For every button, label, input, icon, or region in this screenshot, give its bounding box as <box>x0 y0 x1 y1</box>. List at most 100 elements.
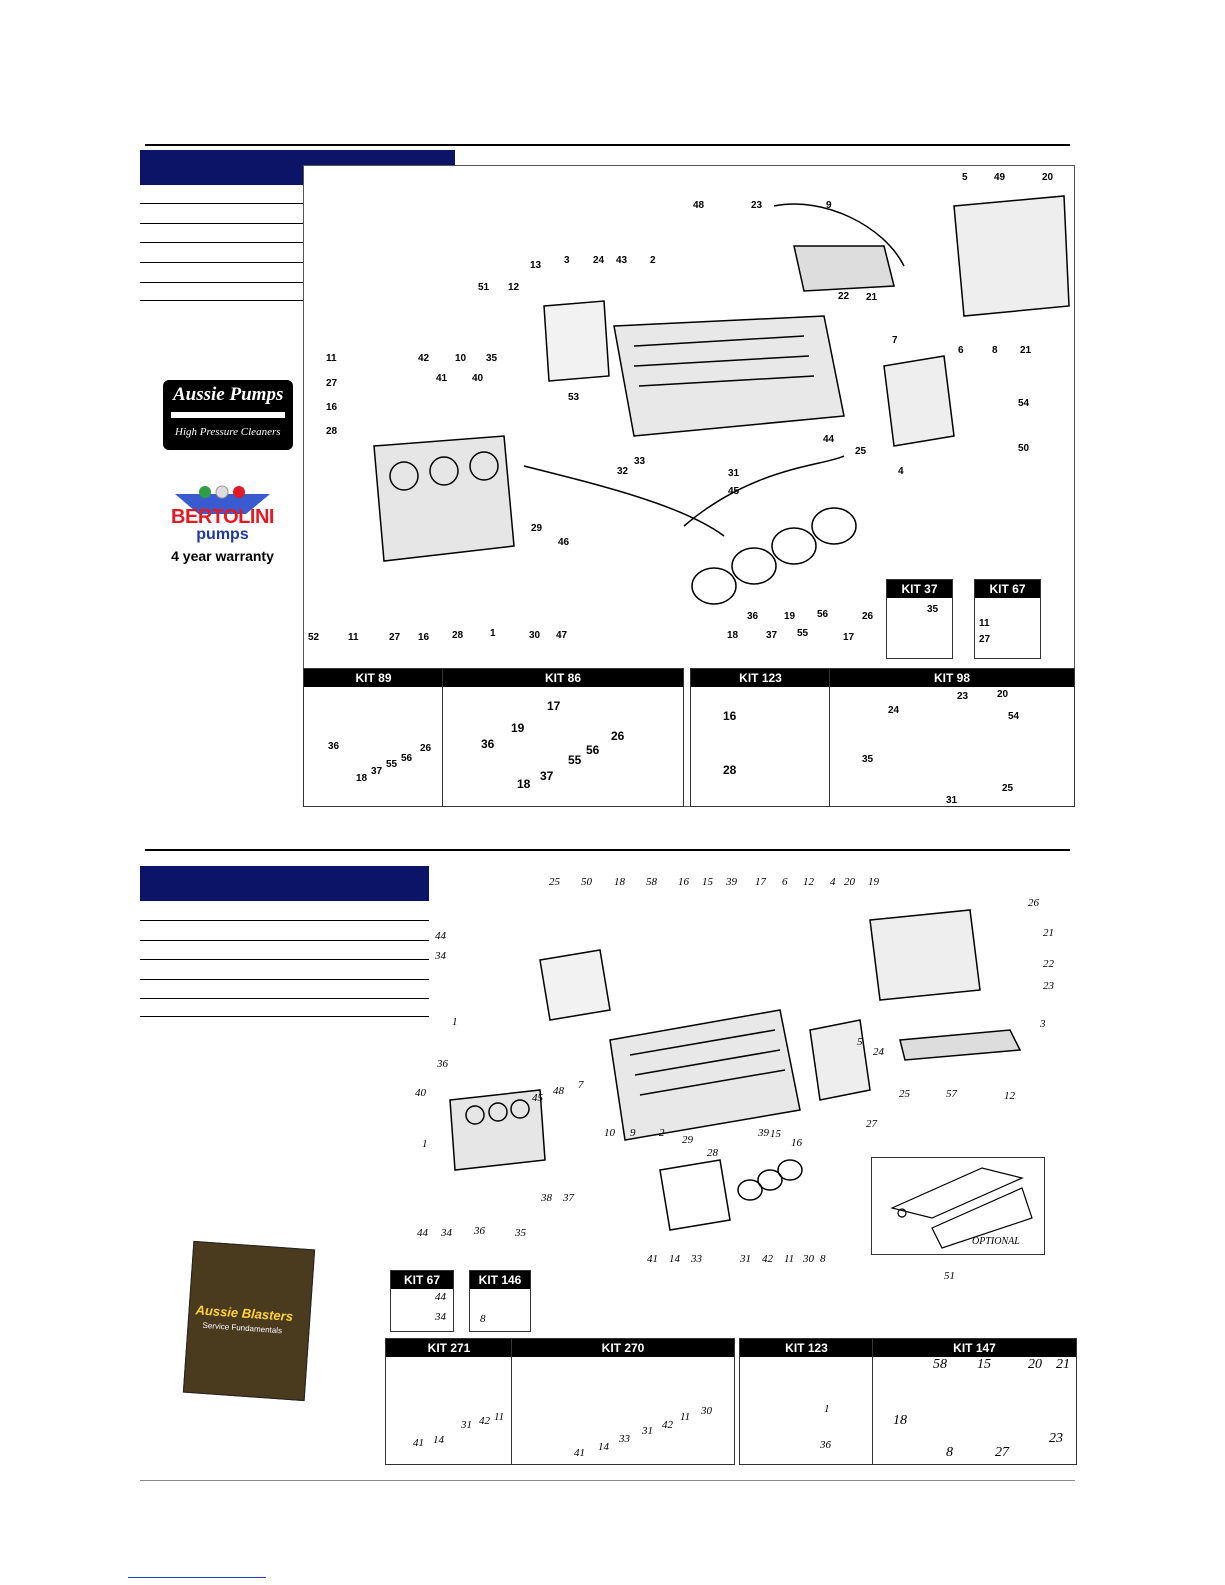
kit-part-label: 27 <box>979 634 991 645</box>
callout-label: 13 <box>530 260 542 271</box>
callout-label: 29 <box>682 1134 693 1146</box>
callout-label: 39 <box>758 1127 769 1139</box>
optional-label: OPTIONAL <box>972 1236 1020 1247</box>
kit-part-label: 33 <box>619 1433 630 1445</box>
callout-label: 2 <box>650 255 656 266</box>
kit-part-label: 58 <box>933 1357 947 1372</box>
callout-label: 14 <box>669 1253 680 1265</box>
callout-label: 16 <box>791 1137 802 1149</box>
callout-label: 23 <box>1043 980 1054 992</box>
callout-label: 21 <box>1043 927 1054 939</box>
callout-label: 5 <box>962 172 968 183</box>
kit-270-title: KIT 270 <box>512 1339 734 1357</box>
pump-assembly-illustration-1 <box>373 195 1070 605</box>
kit-part-label: 35 <box>862 754 874 765</box>
kit-part-label: 56 <box>401 753 413 764</box>
callout-label: 37 <box>563 1192 574 1204</box>
kit-37-box: KIT 37 35 <box>886 579 953 659</box>
callout-label: 34 <box>435 950 446 962</box>
callout-label: 27 <box>326 378 338 389</box>
callout-label: 19 <box>868 876 879 888</box>
kit-part-label: 42 <box>479 1415 490 1427</box>
kit-270-box: KIT 270 41 14 33 31 42 11 30 <box>511 1338 735 1465</box>
callout-label: 6 <box>782 876 788 888</box>
kit-part-label: 19 <box>511 721 525 735</box>
callout-label: 1 <box>452 1016 458 1028</box>
kit-part-label: 14 <box>598 1441 609 1453</box>
kit-part-label: 18 <box>517 777 531 791</box>
callout-label: 11 <box>348 632 359 643</box>
kit-part-label: 8 <box>480 1313 486 1325</box>
callout-label: 36 <box>437 1058 448 1070</box>
callout-label: 8 <box>992 345 998 356</box>
kit-part-label: 34 <box>435 1311 446 1323</box>
kit-part-label: 55 <box>386 759 398 770</box>
kit-part-label: 36 <box>328 741 340 752</box>
callout-label: 36 <box>474 1225 485 1237</box>
footer-link-underline[interactable] <box>128 1577 266 1578</box>
aussie-logo-tagline: High Pressure Cleaners <box>175 426 281 438</box>
callout-label: 42 <box>762 1253 773 1265</box>
kit-part-label: 16 <box>723 709 737 723</box>
callout-label: 23 <box>751 200 763 211</box>
callout-label: 57 <box>946 1088 957 1100</box>
callout-label: 9 <box>630 1127 636 1139</box>
kit-part-label: 24 <box>888 705 900 716</box>
kit-123-box-2: KIT 123 1 36 <box>739 1338 874 1465</box>
optional-bracket-box: OPTIONAL <box>871 1157 1045 1255</box>
callout-label: 52 <box>308 632 320 643</box>
callout-label: 49 <box>994 172 1006 183</box>
kit-part-label: 44 <box>435 1291 446 1303</box>
kit-part-label: 26 <box>611 729 625 743</box>
callout-label: 7 <box>892 335 898 346</box>
aussie-pumps-logo: Aussie Pumps High Pressure Cleaners <box>163 380 293 450</box>
section-rule-top <box>145 144 1070 146</box>
section-header-bar-2 <box>140 866 429 901</box>
bertolini-dots-icon <box>175 485 270 514</box>
callout-label: 1 <box>490 628 496 639</box>
spec-row-line <box>140 262 455 263</box>
kit-part-label: 30 <box>701 1405 712 1417</box>
kit-37-title: KIT 37 <box>887 580 952 598</box>
kit-part-label: 36 <box>481 737 495 751</box>
callout-label: 17 <box>843 632 855 643</box>
callout-label: 35 <box>486 353 498 364</box>
callout-label: 10 <box>604 1127 615 1139</box>
callout-label: 30 <box>803 1253 814 1265</box>
kit-89-box: KIT 89 36 18 37 55 56 26 <box>303 668 444 807</box>
callout-label: 38 <box>541 1192 552 1204</box>
callout-label: 35 <box>515 1227 526 1239</box>
kit-part-label: 36 <box>820 1439 831 1451</box>
callout-label: 18 <box>727 630 739 641</box>
callout-label: 55 <box>797 628 809 639</box>
callout-label: 7 <box>578 1079 584 1091</box>
callout-label: 21 <box>1020 345 1032 356</box>
kit-part-label: 15 <box>977 1357 991 1372</box>
callout-label: 26 <box>1028 897 1039 909</box>
spec-row-line <box>140 223 455 224</box>
callout-label: 36 <box>747 611 759 622</box>
kit-98-title: KIT 98 <box>830 669 1074 687</box>
kit-part-label: 54 <box>1008 711 1020 722</box>
kit-147-title: KIT 147 <box>873 1339 1076 1357</box>
callout-label: 3 <box>1040 1018 1046 1030</box>
callout-label: 22 <box>1043 958 1054 970</box>
callout-label: 10 <box>455 353 467 364</box>
callout-label: 16 <box>326 402 338 413</box>
callout-label: 15 <box>702 876 713 888</box>
callout-label: 46 <box>558 537 570 548</box>
kit-part-label: 18 <box>356 773 368 784</box>
callout-label: 29 <box>531 523 543 534</box>
callout-label: 47 <box>556 630 568 641</box>
callout-label: 3 <box>564 255 570 266</box>
kit-part-label: 1 <box>824 1403 830 1415</box>
callout-label: 50 <box>1018 443 1030 454</box>
callout-label: 4 <box>830 876 836 888</box>
callout-label: 48 <box>553 1085 564 1097</box>
callout-label: 25 <box>899 1088 910 1100</box>
kit-part-label: 23 <box>1049 1431 1063 1446</box>
callout-label: 2 <box>659 1127 665 1139</box>
callout-label: 9 <box>826 200 832 211</box>
kit-271-title: KIT 271 <box>386 1339 512 1357</box>
spec-row-line <box>140 940 429 941</box>
